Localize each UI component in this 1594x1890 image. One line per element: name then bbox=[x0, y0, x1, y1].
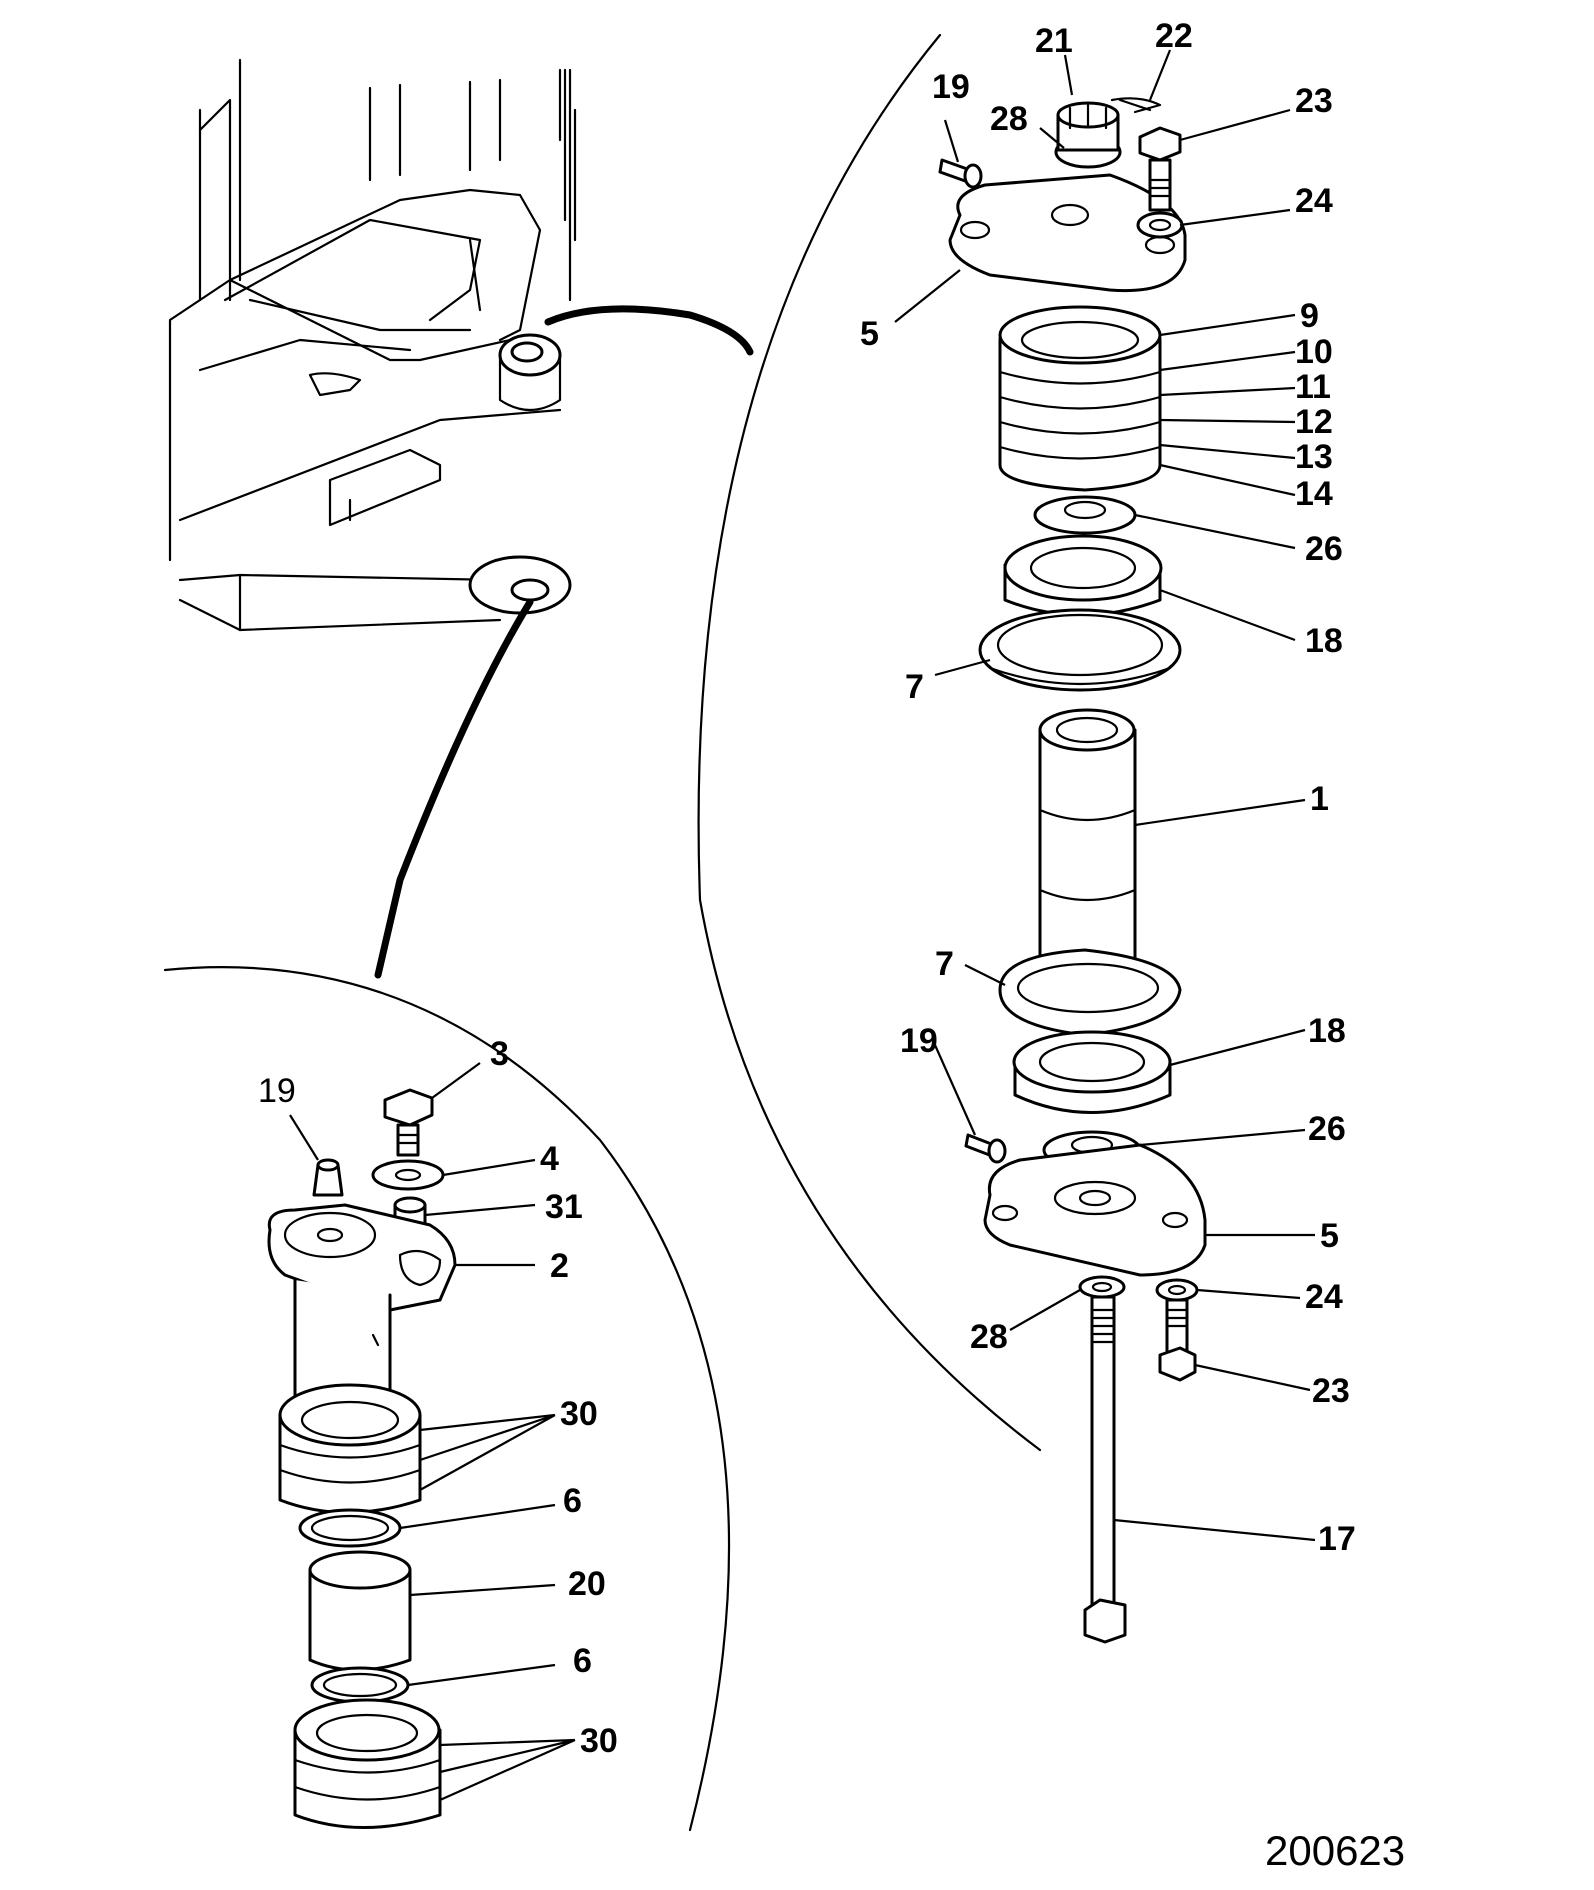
callout-23-top: 23 bbox=[1295, 82, 1333, 120]
inset-shim-stack-bottom bbox=[293, 1698, 442, 1829]
inset-callout-20: 20 bbox=[568, 1565, 606, 1603]
callout-5-top: 5 bbox=[860, 315, 879, 353]
grease-nipple-bottom bbox=[964, 1133, 1007, 1164]
inset-callout-30-top: 30 bbox=[560, 1395, 598, 1433]
callout-7-bottom: 7 bbox=[935, 945, 954, 983]
grease-nipple-top bbox=[938, 158, 983, 189]
inset-seal-bottom bbox=[310, 1666, 410, 1704]
shim-stack bbox=[998, 305, 1162, 492]
inset-callout-31: 31 bbox=[545, 1188, 583, 1226]
bolt-bottom bbox=[1155, 1278, 1199, 1382]
inset-callout-4: 4 bbox=[540, 1140, 559, 1178]
callout-17: 17 bbox=[1318, 1520, 1356, 1558]
callout-24-bottom: 24 bbox=[1305, 1278, 1343, 1316]
pivot-pin bbox=[1038, 708, 1137, 992]
machine-frame-view bbox=[168, 58, 754, 979]
inset-sleeve bbox=[308, 1550, 412, 1672]
callout-21: 21 bbox=[1035, 22, 1073, 60]
leader-lines bbox=[289, 49, 1316, 1802]
callout-labels: 21 22 19 28 23 24 5 9 10 11 12 13 14 26 … bbox=[258, 17, 1356, 1760]
drawing-number: 200623 bbox=[1265, 1827, 1405, 1874]
pivot-boss-upper-hole bbox=[510, 341, 544, 363]
split-pin bbox=[1110, 97, 1162, 114]
callout-18-bottom: 18 bbox=[1308, 1012, 1346, 1050]
callout-22: 22 bbox=[1155, 17, 1193, 55]
callout-5-bottom: 5 bbox=[1320, 1217, 1339, 1255]
inset-grease-nipple bbox=[312, 1158, 344, 1197]
callout-9: 9 bbox=[1300, 297, 1319, 335]
inset-bolt bbox=[383, 1088, 434, 1157]
bearing-bottom bbox=[1012, 1030, 1172, 1114]
inset-washer bbox=[371, 1159, 445, 1191]
inset-exploded-assembly bbox=[267, 1088, 457, 1829]
pivot-boss-lower-hole bbox=[510, 578, 550, 602]
callout-19-bottom: 19 bbox=[900, 1022, 938, 1060]
callout-1: 1 bbox=[1310, 780, 1329, 818]
top-mounting-plate bbox=[948, 173, 1187, 293]
inset-callout-2: 2 bbox=[550, 1247, 569, 1285]
inset-callout-30-bottom: 30 bbox=[580, 1722, 618, 1760]
callout-23-bottom: 23 bbox=[1312, 1372, 1350, 1410]
seal-bottom bbox=[998, 948, 1182, 1037]
inset-callout-6-bottom: 6 bbox=[573, 1642, 592, 1680]
main-view-arc-boundary bbox=[697, 33, 1042, 1452]
castle-nut bbox=[1054, 101, 1122, 169]
inset-view-arc-boundary bbox=[163, 966, 731, 1832]
bolt-top bbox=[1136, 126, 1184, 239]
callout-11: 11 bbox=[1295, 368, 1331, 406]
callout-14: 14 bbox=[1295, 475, 1333, 513]
callout-28-bottom: 28 bbox=[970, 1318, 1008, 1356]
inset-shim-stack-top bbox=[278, 1383, 422, 1514]
callout-26-bottom: 26 bbox=[1308, 1110, 1346, 1148]
inset-seal-top bbox=[298, 1508, 402, 1548]
seal-top bbox=[978, 608, 1182, 692]
spacer-washer-top bbox=[1033, 495, 1137, 535]
callout-28-top: 28 bbox=[990, 100, 1028, 138]
callout-24-top: 24 bbox=[1295, 182, 1333, 220]
inset-lever-pin bbox=[267, 1203, 457, 1422]
callout-18-top: 18 bbox=[1305, 622, 1343, 660]
callout-19-top: 19 bbox=[932, 68, 970, 106]
through-bolt bbox=[1078, 1275, 1127, 1644]
callout-10: 10 bbox=[1295, 333, 1333, 371]
callout-12: 12 bbox=[1295, 403, 1333, 441]
bottom-mounting-plate bbox=[983, 1143, 1207, 1277]
inset-callout-19: 19 bbox=[258, 1072, 296, 1110]
callout-7-top: 7 bbox=[905, 668, 924, 706]
callout-13: 13 bbox=[1295, 438, 1333, 476]
bearing-top bbox=[1003, 534, 1163, 617]
inset-callout-3: 3 bbox=[490, 1035, 509, 1073]
main-exploded-assembly bbox=[938, 97, 1207, 1644]
callout-26-top: 26 bbox=[1305, 530, 1343, 568]
inset-callout-6-top: 6 bbox=[563, 1482, 582, 1520]
